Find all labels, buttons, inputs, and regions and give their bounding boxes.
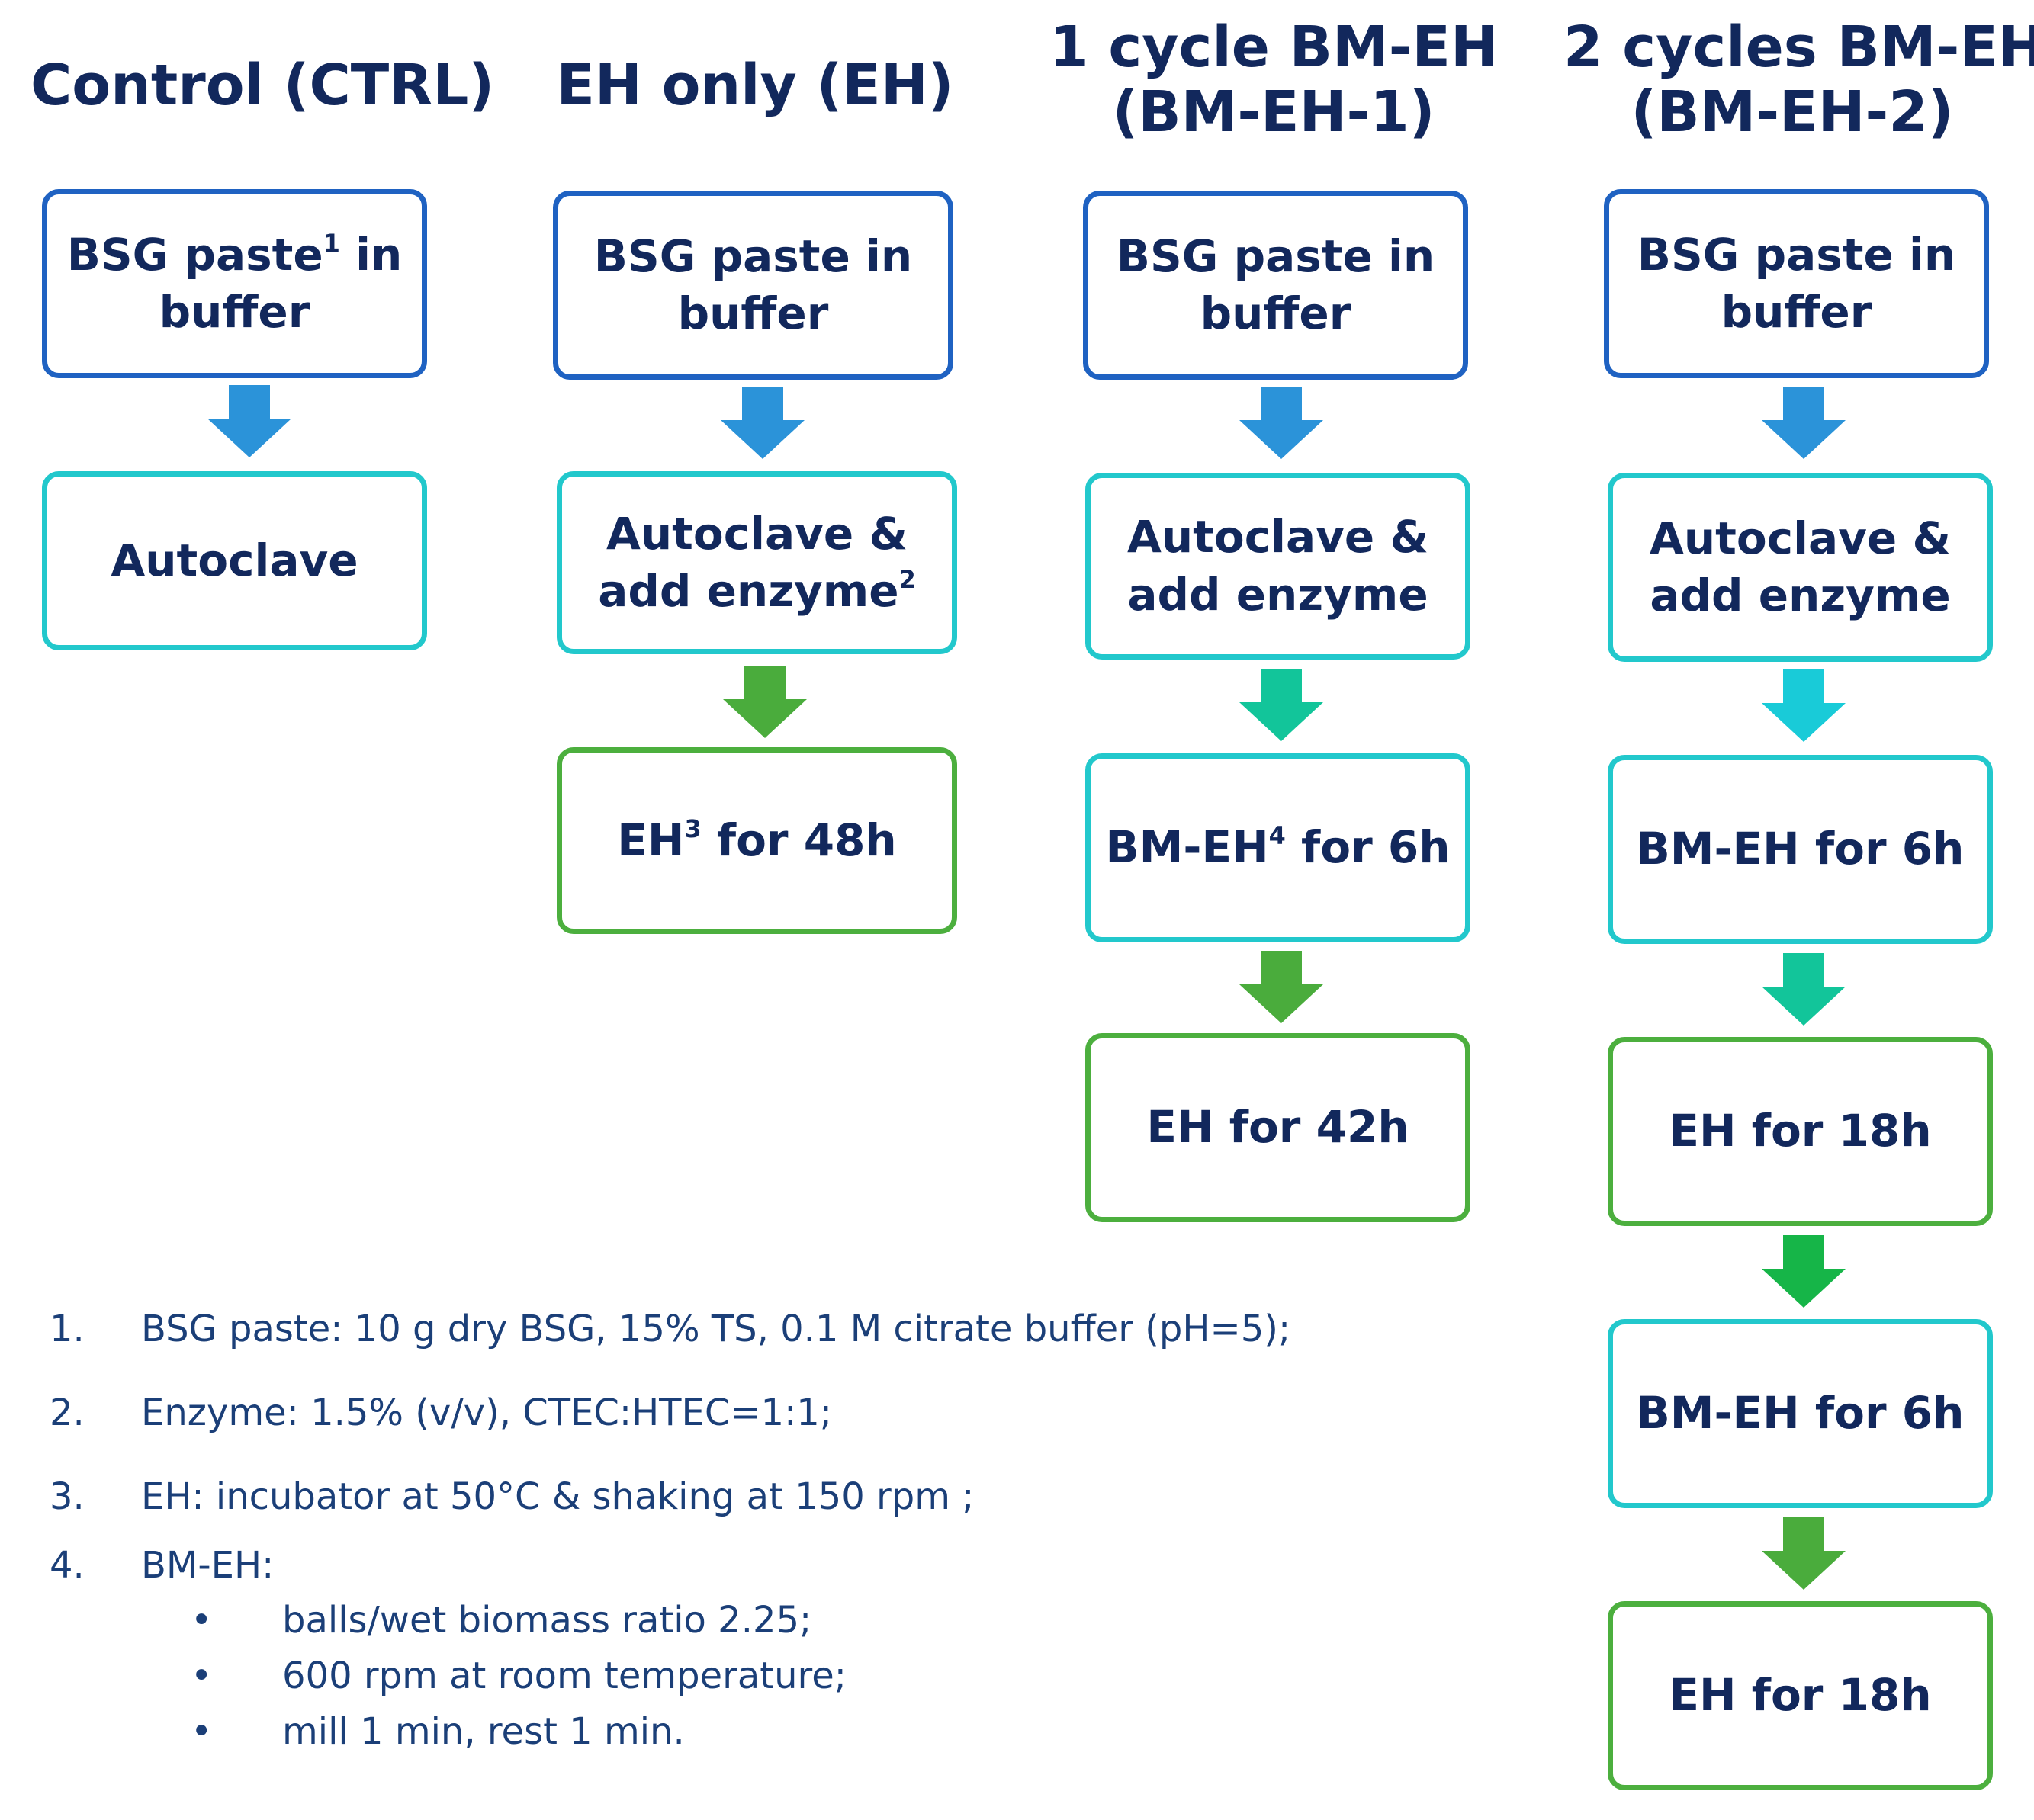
bm-eh-2-step-eh-18h-second: EH for 18h bbox=[1608, 1601, 1993, 1790]
column-title-bm-eh-2-line2: (BM-EH-2) bbox=[1631, 79, 1954, 146]
down-arrow-shape bbox=[1239, 951, 1323, 1023]
bm-eh-2-step-autoclave-enzyme: Autoclave & add enzyme bbox=[1608, 473, 1993, 662]
down-arrow-icon bbox=[1762, 1517, 1846, 1590]
eh-step-bsg-paste: BSG paste in buffer bbox=[553, 191, 953, 380]
ctrl-arrow-1 bbox=[207, 385, 291, 457]
down-arrow-icon bbox=[207, 385, 291, 457]
bm-eh-1-step-eh-42h: EH for 42h bbox=[1085, 1033, 1470, 1222]
bm-eh-2-step-bm-eh-6h-first: BM-EH for 6h bbox=[1608, 755, 1993, 944]
bm-eh-1-arrow-1 bbox=[1239, 387, 1323, 459]
footnote-4-bullet-1-text: balls/wet biomass ratio 2.25; bbox=[282, 1599, 812, 1642]
down-arrow-icon bbox=[1762, 669, 1846, 742]
column-title-bm-eh-2: 2 cycles BM-EH (BM-EH-2) bbox=[1563, 14, 2034, 146]
bm-eh-2-arrow-4 bbox=[1762, 1235, 1846, 1308]
bm-eh-2-step-bm-eh-6h-second: BM-EH for 6h bbox=[1608, 1319, 1993, 1508]
bm-eh-2-step-eh-18h-first: EH for 18h bbox=[1608, 1037, 1993, 1226]
down-arrow-icon bbox=[723, 666, 807, 738]
bm-eh-2-step-bm-eh-6h-second-text: BM-EH for 6h bbox=[1636, 1387, 1965, 1440]
down-arrow-icon bbox=[1239, 951, 1323, 1023]
eh-step-eh-48h-text-rest: for 48h bbox=[701, 814, 897, 866]
bm-eh-2-step-autoclave-enzyme-text: Autoclave & add enzyme bbox=[1649, 512, 1952, 621]
eh-step-autoclave-enzyme-text: Autoclave & add enzyme bbox=[598, 507, 908, 617]
bullet-icon: • bbox=[191, 1710, 213, 1753]
column-title-bm-eh-1-line2: (BM-EH-1) bbox=[1112, 79, 1435, 146]
eh-arrow-1 bbox=[721, 387, 805, 459]
column-title-eh: EH only (EH) bbox=[549, 53, 961, 118]
down-arrow-shape bbox=[1762, 669, 1846, 742]
bm-eh-1-step-bm-eh-6h-text: BM-EH bbox=[1105, 821, 1269, 874]
ctrl-step-bsg-paste: BSG paste1 in buffer bbox=[42, 189, 427, 378]
bm-eh-2-step-bsg-paste-text: BSG paste in buffer bbox=[1637, 228, 1956, 338]
bm-eh-2-arrow-2 bbox=[1762, 669, 1846, 742]
ctrl-step-bsg-paste-text: BSG paste bbox=[66, 228, 323, 281]
bm-eh-1-arrow-3 bbox=[1239, 951, 1323, 1023]
eh-step-eh-48h-text: EH bbox=[617, 814, 685, 866]
bm-eh-2-step-bsg-paste: BSG paste in buffer bbox=[1604, 189, 1989, 378]
footnote-ref-4: 4 bbox=[1268, 821, 1286, 851]
footnote-1-text: BSG paste: 10 g dry BSG, 15% TS, 0.1 M c… bbox=[141, 1308, 1291, 1350]
bm-eh-2-step-eh-18h-second-text: EH for 18h bbox=[1669, 1669, 1932, 1722]
down-arrow-shape bbox=[1762, 387, 1846, 459]
footnote-ref-2: 2 bbox=[898, 565, 916, 595]
column-title-ctrl-line1: Control (CTRL) bbox=[31, 53, 495, 118]
ctrl-step-bsg-paste-text-rest: in buffer bbox=[159, 228, 403, 338]
down-arrow-shape bbox=[1239, 387, 1323, 459]
bm-eh-1-step-bsg-paste-text: BSG paste in buffer bbox=[1116, 230, 1435, 339]
footnote-ref-3: 3 bbox=[684, 814, 702, 843]
down-arrow-shape bbox=[1762, 1517, 1846, 1590]
footnote-2-number: 2. bbox=[50, 1391, 85, 1434]
down-arrow-shape bbox=[721, 387, 805, 459]
bm-eh-1-step-bm-eh-6h: BM-EH4 for 6h bbox=[1085, 753, 1470, 942]
footnote-4-bullet-3-text: mill 1 min, rest 1 min. bbox=[282, 1710, 685, 1753]
down-arrow-shape bbox=[1762, 1235, 1846, 1308]
ctrl-step-autoclave: Autoclave bbox=[42, 471, 427, 650]
bm-eh-1-step-bsg-paste: BSG paste in buffer bbox=[1083, 191, 1468, 380]
column-title-bm-eh-1: 1 cycle BM-EH (BM-EH-1) bbox=[1049, 14, 1499, 146]
down-arrow-icon bbox=[721, 387, 805, 459]
footnote-2-text: Enzyme: 1.5% (v/v), CTEC:HTEC=1:1; bbox=[141, 1391, 832, 1434]
bm-eh-1-step-autoclave-enzyme: Autoclave & add enzyme bbox=[1085, 473, 1470, 660]
eh-step-autoclave-enzyme: Autoclave & add enzyme2 bbox=[557, 471, 957, 654]
down-arrow-shape bbox=[207, 385, 291, 457]
eh-arrow-2 bbox=[723, 666, 807, 738]
bm-eh-2-arrow-3 bbox=[1762, 953, 1846, 1026]
down-arrow-icon bbox=[1239, 387, 1323, 459]
footnote-3-text: EH: incubator at 50°C & shaking at 150 r… bbox=[141, 1475, 975, 1518]
bm-eh-2-step-bm-eh-6h-first-text: BM-EH for 6h bbox=[1636, 823, 1965, 875]
bullet-icon: • bbox=[191, 1655, 213, 1697]
bm-eh-2-arrow-1 bbox=[1762, 387, 1846, 459]
column-title-bm-eh-2-line1: 2 cycles BM-EH bbox=[1563, 14, 2034, 80]
column-title-ctrl: Control (CTRL) bbox=[31, 53, 495, 118]
down-arrow-shape bbox=[723, 666, 807, 738]
eh-step-bsg-paste-text: BSG paste in buffer bbox=[593, 230, 913, 339]
bm-eh-2-step-eh-18h-first-text: EH for 18h bbox=[1669, 1105, 1932, 1157]
footnote-4-text: BM-EH: bbox=[141, 1544, 275, 1587]
column-title-bm-eh-1-line1: 1 cycle BM-EH bbox=[1049, 14, 1498, 80]
bm-eh-1-step-eh-42h-text: EH for 42h bbox=[1146, 1101, 1409, 1154]
bm-eh-1-step-autoclave-enzyme-text: Autoclave & add enzyme bbox=[1126, 511, 1429, 621]
footnote-3-number: 3. bbox=[50, 1475, 85, 1518]
down-arrow-icon bbox=[1762, 953, 1846, 1026]
down-arrow-icon bbox=[1762, 1235, 1846, 1308]
footnote-4-bullet-2-text: 600 rpm at room temperature; bbox=[282, 1655, 847, 1697]
footnote-4-number: 4. bbox=[50, 1544, 85, 1587]
bm-eh-1-arrow-2 bbox=[1239, 669, 1323, 741]
ctrl-step-autoclave-text: Autoclave bbox=[111, 534, 358, 586]
bullet-icon: • bbox=[191, 1599, 213, 1642]
footnote-1-number: 1. bbox=[50, 1308, 85, 1350]
bm-eh-2-arrow-5 bbox=[1762, 1517, 1846, 1590]
footnote-ref-1: 1 bbox=[323, 228, 340, 258]
bm-eh-1-step-bm-eh-6h-text-rest: for 6h bbox=[1285, 821, 1451, 874]
down-arrow-shape bbox=[1762, 953, 1846, 1026]
eh-step-eh-48h: EH3 for 48h bbox=[557, 747, 957, 934]
column-title-eh-line1: EH only (EH) bbox=[556, 53, 954, 118]
down-arrow-icon bbox=[1239, 669, 1323, 741]
down-arrow-icon bbox=[1762, 387, 1846, 459]
down-arrow-shape bbox=[1239, 669, 1323, 741]
